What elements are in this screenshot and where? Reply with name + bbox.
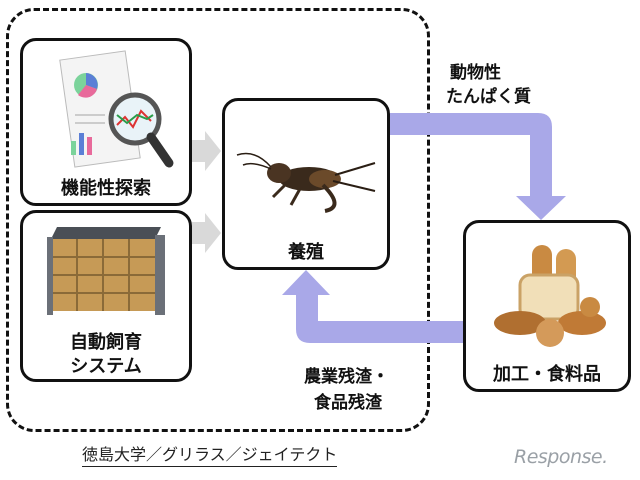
protein-flow-arrow (390, 113, 566, 220)
residue-label-line2: 食品残渣 (314, 391, 382, 415)
cricket-icon (225, 121, 387, 241)
processing-label: 加工・食料品 (466, 363, 628, 387)
gray-arrow-bottom (192, 213, 221, 253)
breeding-label: 養殖 (225, 241, 387, 265)
function-search-label: 機能性探索 (23, 177, 189, 201)
rearing-shelf-icon (23, 219, 189, 319)
source-caption: 徳島大学／グリラス／ジェイテクト (82, 441, 337, 467)
bread-icon (466, 235, 628, 355)
function-search-box: 機能性探索 (20, 38, 192, 206)
residue-label-line1: 農業残渣・ (304, 365, 389, 389)
breeding-box: 養殖 (222, 98, 390, 270)
gray-arrow-top (192, 131, 221, 171)
protein-label-line1: 動物性 (450, 61, 501, 85)
processing-box: 加工・食料品 (463, 220, 631, 392)
response-logo: Response. (514, 446, 608, 468)
residue-flow-arrow (282, 270, 463, 343)
auto-rearing-box: 自動飼育 システム (20, 210, 192, 382)
analysis-report-icon (23, 45, 189, 180)
auto-rearing-label-line1: 自動飼育 (23, 331, 189, 355)
protein-label-line2: たんぱく質 (446, 85, 531, 109)
auto-rearing-label-line2: システム (23, 355, 189, 379)
